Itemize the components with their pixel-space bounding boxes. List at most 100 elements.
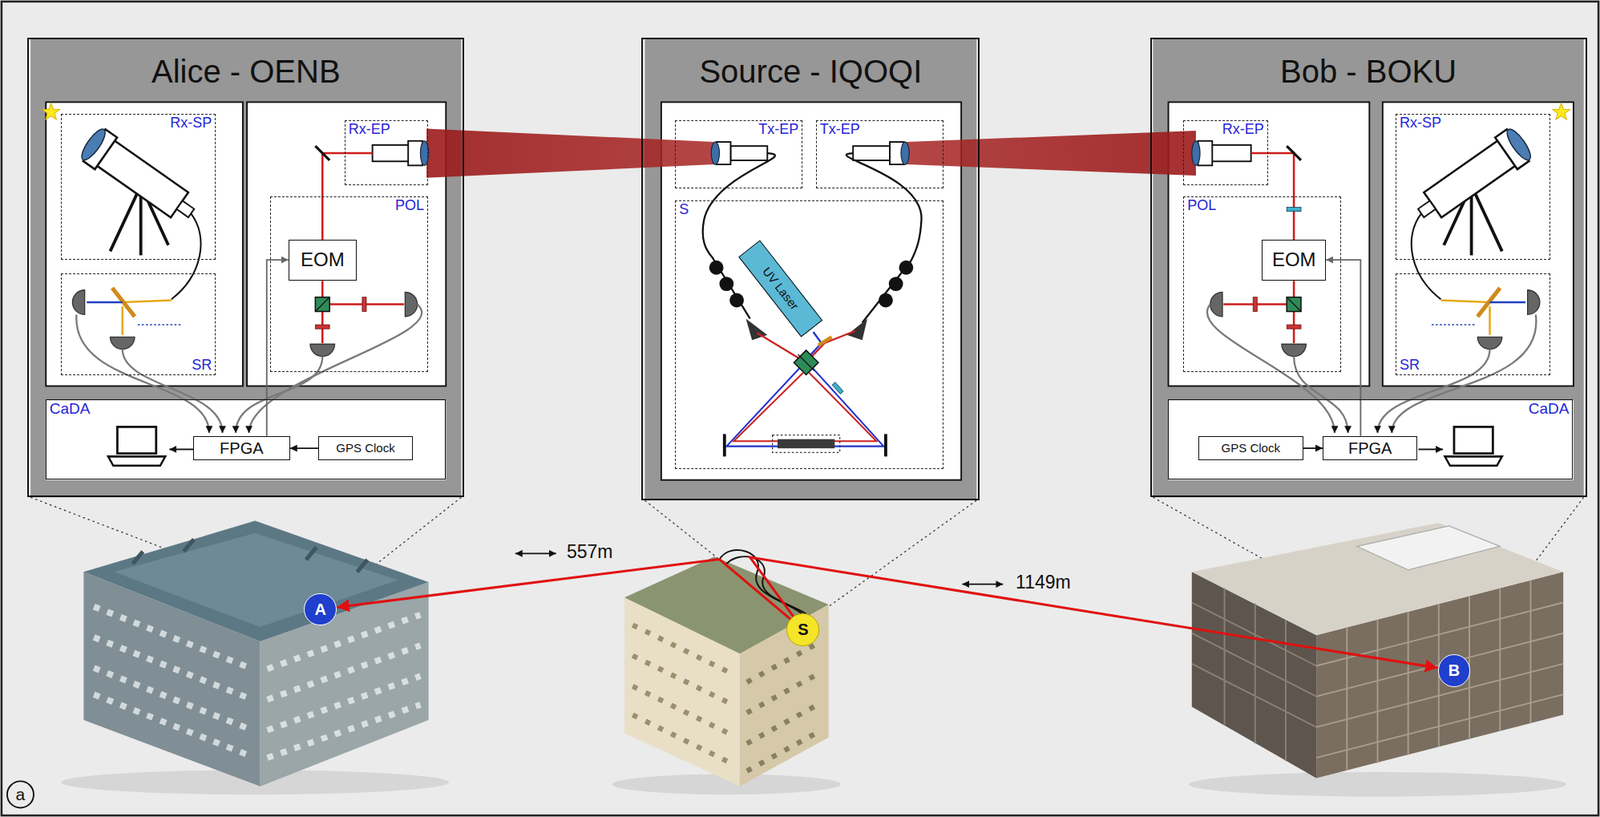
- site-letter: B: [1448, 661, 1460, 679]
- detector-wire: [1391, 314, 1536, 433]
- star-telescope: [1527, 290, 1540, 316]
- star-telescope: [109, 189, 139, 251]
- entangled-source-optics: [793, 350, 819, 376]
- building-illustration: [1188, 771, 1567, 797]
- control-box: GPS Clock FPGA CaDA: [1167, 399, 1573, 479]
- subsystem-label: CaDA: [1528, 400, 1570, 418]
- site-marker: A: [303, 593, 337, 627]
- subsystem-box: SR: [1395, 273, 1551, 376]
- entangled-source-optics: [772, 435, 841, 453]
- star-telescope: [1552, 103, 1571, 120]
- laptop-icon: [169, 448, 194, 450]
- subsystem-box: Rx-SP: [60, 113, 216, 260]
- site-panel: Rx-EPEOMPOLRx-SPSRGPS ClockFPGACaDABob -…: [1150, 37, 1588, 497]
- link-arrow: [336, 559, 791, 620]
- polarization-optics: [1252, 297, 1257, 312]
- telescope-icon: [711, 141, 720, 165]
- telescope-icon: [372, 145, 410, 162]
- entangled-source-optics: [818, 336, 833, 345]
- control-box: FPGAGPS ClockCaDA: [45, 399, 446, 479]
- entangled-source-optics: [729, 293, 744, 308]
- subsystem-label: POL: [1187, 197, 1217, 215]
- telescope-icon: [1210, 145, 1252, 162]
- entangled-source-optics: [832, 382, 844, 395]
- laptop-icon: [117, 426, 156, 453]
- detector-wire: [1377, 349, 1490, 433]
- panel-tag-ring: [7, 780, 34, 808]
- subsystem-label: Tx-EP: [820, 121, 861, 138]
- device-box: GPS Clock: [1198, 436, 1304, 461]
- building-illustration: [132, 539, 368, 573]
- polarization-optics: [315, 297, 330, 312]
- star-telescope: [171, 213, 202, 299]
- entangled-source-optics: [888, 276, 904, 291]
- subsystem-box: EOMPOL: [270, 196, 429, 372]
- panel-tag: a: [7, 780, 34, 808]
- device-box: FPGA: [193, 436, 291, 461]
- subsystem-box: UV Laser S: [674, 200, 944, 469]
- laptop-icon: [1454, 426, 1493, 453]
- laptop-icon: [108, 456, 166, 465]
- entangled-source-optics: [703, 153, 922, 457]
- entangled-source-optics: [797, 354, 814, 371]
- device-label: FPGA: [219, 439, 263, 457]
- star-telescope: [86, 301, 123, 304]
- entangled-source-optics: [726, 367, 884, 447]
- telescope-icon: [372, 141, 1252, 166]
- distance-label: 1149m: [1013, 573, 1074, 592]
- building-illustration: [60, 521, 1567, 797]
- subsystem-label: SR: [1399, 357, 1420, 374]
- detector-wire: [249, 304, 423, 433]
- subsystem-box: Rx-EP: [344, 120, 429, 186]
- star-telescope: [1473, 189, 1503, 251]
- star-telescope: [72, 290, 85, 316]
- device-box: EOM: [288, 239, 357, 281]
- site-letter: S: [797, 620, 809, 639]
- polarization-optics: [329, 303, 405, 306]
- free-space-beam: [426, 128, 715, 178]
- distance-label: 557m: [564, 542, 616, 562]
- signal-arrow: [290, 447, 320, 449]
- star-telescope: [1410, 103, 1571, 350]
- site-title: Bob - BOKU: [1151, 39, 1586, 104]
- polarization-optics: [310, 343, 336, 356]
- building-illustration: [1357, 525, 1500, 570]
- distance-arrow: [961, 583, 1003, 586]
- polarization-optics: [315, 297, 330, 312]
- laptop-icon: [1418, 448, 1443, 450]
- building-illustration: [267, 614, 421, 758]
- site-panel: Rx-SPSRRx-EPEOMPOLFPGAGPS ClockCaDAAlice…: [27, 37, 465, 497]
- panel-ground: [1382, 101, 1574, 386]
- star-telescope: [77, 125, 110, 163]
- star-telescope: [122, 299, 172, 303]
- subsystem-box: EOMPOL: [1183, 196, 1342, 372]
- star-telescope: [139, 189, 143, 256]
- site-title: Source - IQOQI: [642, 39, 978, 104]
- polarization-optics: [1286, 207, 1302, 212]
- subsystem-label: Rx-SP: [1399, 115, 1442, 132]
- polarization-optics: [1286, 145, 1302, 161]
- subsystem-label: S: [678, 202, 689, 219]
- site-panel: Tx-EP Tx-EP UV Laser S Source - IQOQI: [641, 37, 980, 501]
- entangled-source-optics: [703, 153, 776, 319]
- panel-ground: [1168, 400, 1574, 480]
- device-box: FPGA: [1322, 436, 1418, 461]
- laser-box: UV Laser: [738, 239, 823, 337]
- device-box: GPS Clock: [318, 436, 413, 461]
- device-label: FPGA: [1348, 439, 1392, 457]
- star-telescope: [1410, 125, 1536, 230]
- panel-tag-ring: [7, 780, 34, 808]
- polarization-optics: [1210, 291, 1223, 317]
- entangled-source-optics: [709, 260, 724, 275]
- polarization-optics: [362, 297, 367, 312]
- polarization-optics: [315, 145, 330, 161]
- star-telescope: [42, 103, 61, 120]
- star-telescope: [1503, 125, 1535, 163]
- entangled-source-optics: [733, 372, 877, 441]
- subsystem-box: Tx-EP: [674, 120, 803, 189]
- detector-wire: [1207, 304, 1335, 433]
- site-marker: B: [1438, 654, 1471, 687]
- detector-wire: [76, 314, 210, 433]
- laptop-icon: [108, 426, 1503, 465]
